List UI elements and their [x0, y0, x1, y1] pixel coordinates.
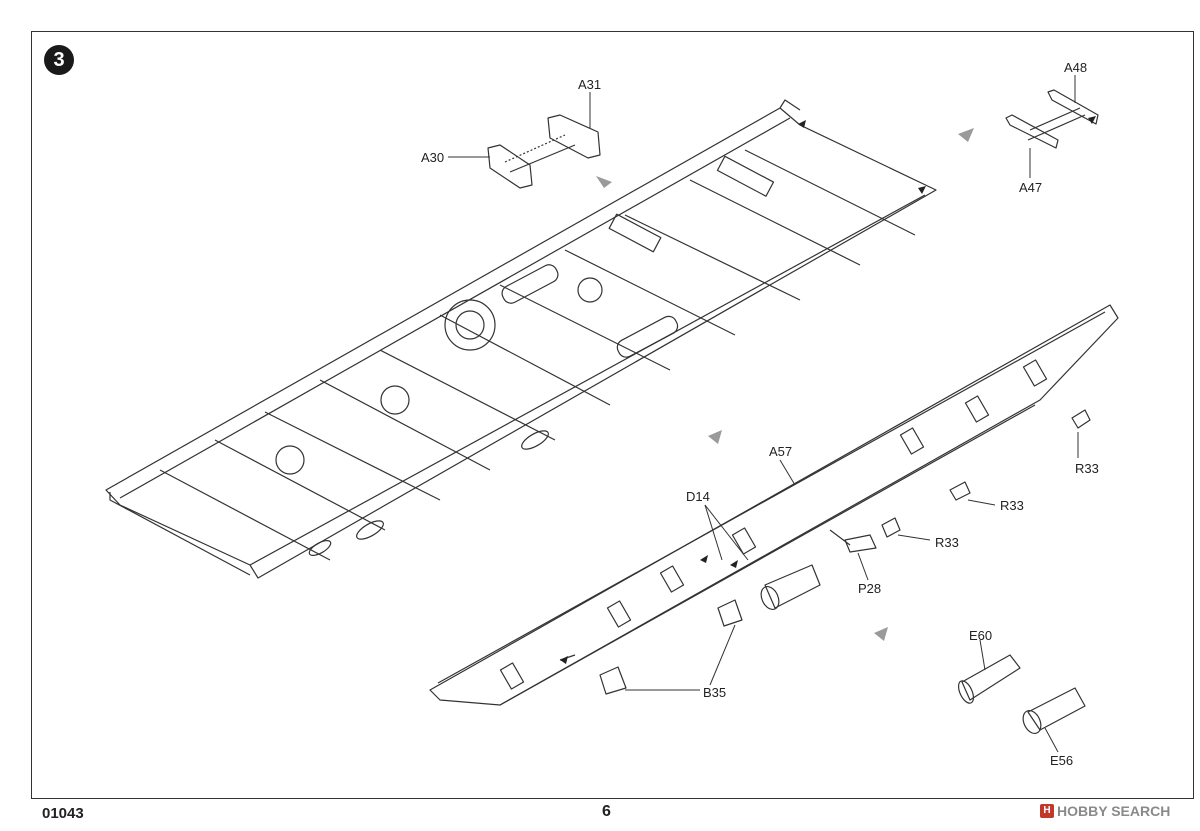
leader-lines [448, 75, 1079, 753]
watermark-logo-icon: H [1040, 804, 1054, 818]
label-e60: E60 [969, 628, 993, 643]
instruction-frame [31, 31, 1194, 799]
part-a30-a31 [487, 114, 601, 189]
product-code: 01043 [42, 805, 84, 822]
label-a47: A47 [1019, 180, 1043, 195]
label-r33-mid: R33 [1000, 498, 1024, 513]
pointer-arrows [560, 116, 1096, 664]
label-a48: A48 [1064, 60, 1088, 75]
page-number: 6 [602, 803, 611, 820]
label-r33-low: R33 [935, 535, 959, 550]
watermark-text: HOBBY SEARCH [1057, 803, 1171, 819]
step-number-badge: 3 [44, 45, 74, 75]
label-a57: A57 [769, 444, 793, 459]
label-p28: P28 [858, 581, 882, 596]
label-d14: D14 [686, 489, 710, 504]
label-r33-top: R33 [1075, 461, 1099, 476]
part-e56-e60 [957, 654, 1086, 734]
label-e56: E56 [1050, 753, 1074, 768]
label-b35: B35 [703, 685, 727, 700]
side-rail-a57 [429, 304, 1119, 706]
label-a31: A31 [578, 77, 602, 92]
label-a30: A30 [421, 150, 445, 165]
watermark: H HOBBY SEARCH [1040, 803, 1170, 819]
cylinder-part [760, 564, 821, 610]
direction-arrows [596, 128, 974, 641]
chassis-frame [105, 99, 937, 579]
part-a47-a48 [1005, 89, 1099, 149]
